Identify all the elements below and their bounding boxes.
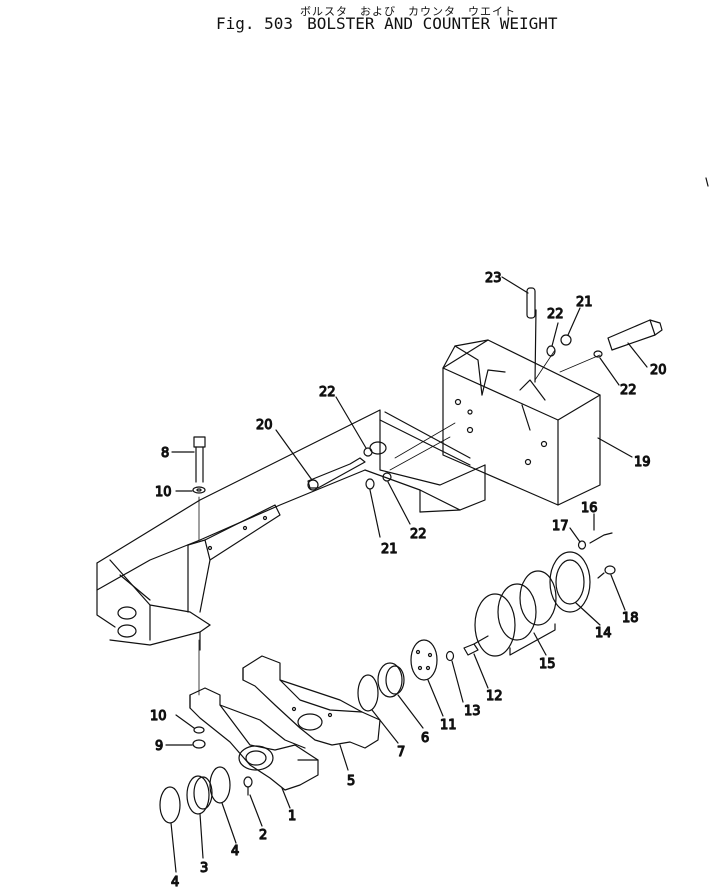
callout-14: 14 [595, 626, 612, 641]
main-frame [96, 409, 486, 651]
callout-2: 2 [259, 828, 267, 843]
callout-13: 13 [464, 704, 481, 719]
counterweight-bolt-parts [307, 287, 663, 491]
callout-21: 21 [576, 295, 593, 310]
cap-plate-part [410, 639, 438, 681]
figure-header: ボルスタ および カウンタ ウエイト Fig. 503 BOLSTER AND C… [0, 0, 720, 40]
callout-22: 22 [547, 307, 564, 322]
figure-title-japanese: ボルスタ および カウンタ ウエイト [300, 5, 516, 18]
callout-20: 20 [256, 418, 273, 433]
callout-12: 12 [486, 689, 503, 704]
callout-9: 9 [155, 739, 163, 754]
seal-ring-parts [159, 766, 231, 824]
small-fittings [577, 532, 616, 579]
callouts: 23 22 21 20 22 19 22 20 8 10 21 22 16 17… [149, 270, 667, 887]
callout-5: 5 [347, 774, 355, 789]
cover-part [549, 551, 591, 613]
callout-15: 15 [539, 657, 556, 672]
figure-title: Fig. 503 BOLSTER AND COUNTER WEIGHT [216, 14, 558, 33]
bolster-part [189, 687, 319, 791]
callout-22: 22 [410, 527, 427, 542]
shim-parts [474, 570, 557, 657]
callout-10: 10 [155, 485, 172, 500]
callout-6: 6 [421, 731, 429, 746]
callout-11: 11 [440, 718, 457, 733]
bolster-part-rear [242, 655, 381, 749]
callout-22: 22 [620, 383, 637, 398]
grease-fitting-part [243, 776, 253, 796]
callout-18: 18 [622, 611, 639, 626]
callout-21: 21 [381, 542, 398, 557]
callout-23: 23 [485, 271, 502, 286]
figure-number: Fig. 503 [216, 14, 294, 33]
callout-16: 16 [581, 501, 598, 516]
callout-3: 3 [200, 861, 208, 876]
callout-17: 17 [552, 519, 569, 534]
bolt-and-washer-parts [445, 635, 489, 662]
bushing-parts [357, 662, 405, 712]
callout-22: 22 [319, 385, 336, 400]
figure-title-text: BOLSTER AND COUNTER WEIGHT [307, 14, 558, 33]
counterweight-part [442, 309, 601, 506]
callout-19: 19 [634, 455, 651, 470]
callout-20: 20 [650, 363, 667, 378]
callout-4: 4 [171, 875, 179, 887]
callout-4: 4 [231, 844, 239, 859]
stray-mark [705, 177, 709, 187]
callout-10: 10 [150, 709, 167, 724]
callout-7: 7 [397, 745, 405, 760]
callout-8: 8 [161, 446, 169, 461]
callout-1: 1 [288, 809, 296, 824]
bolster-bolt-parts [192, 436, 206, 749]
